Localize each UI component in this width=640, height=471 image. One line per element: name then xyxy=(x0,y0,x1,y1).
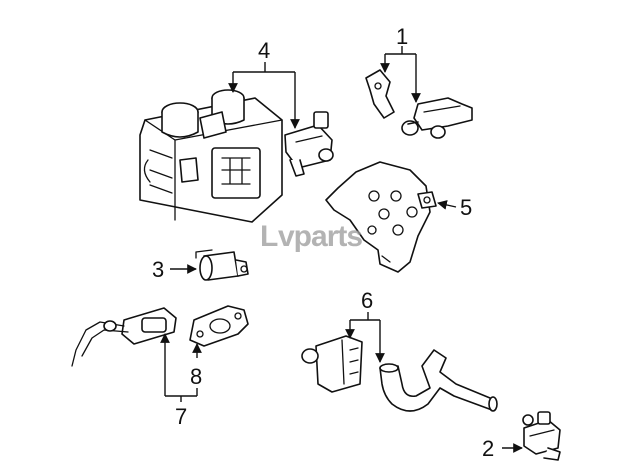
vparts-watermark: L vparts xyxy=(260,220,363,253)
part-8-gasket xyxy=(189,305,249,347)
callout-5: 5 xyxy=(460,195,472,220)
part-3-vacuum-switch xyxy=(195,249,249,281)
part-7-sensor xyxy=(71,307,177,367)
callout-4: 4 xyxy=(258,38,270,63)
callout-7: 7 xyxy=(175,404,187,429)
leader-1 xyxy=(380,46,421,103)
part-2-solenoid-valve xyxy=(522,411,561,461)
part-1-bracket xyxy=(365,69,395,119)
callout-1: 1 xyxy=(396,24,408,49)
part-6-hose xyxy=(379,349,498,412)
watermark-brand: vparts xyxy=(278,220,362,253)
callout-8: 8 xyxy=(190,364,202,389)
leader-5 xyxy=(437,200,457,210)
callout-2: 2 xyxy=(482,436,494,461)
part-4-canister-assembly xyxy=(139,89,283,223)
part-5-mounting-bracket xyxy=(325,161,437,273)
part-6-valve xyxy=(301,335,363,393)
leader-4 xyxy=(228,62,300,129)
part-1-vacuum-valve xyxy=(401,97,473,139)
callout-3: 3 xyxy=(152,257,164,282)
watermark-logo-mark: L xyxy=(260,220,278,253)
callout-6: 6 xyxy=(361,288,373,313)
part-4-purge-valve xyxy=(284,111,334,177)
leader-7-8 xyxy=(160,333,202,402)
leader-6 xyxy=(345,312,385,363)
